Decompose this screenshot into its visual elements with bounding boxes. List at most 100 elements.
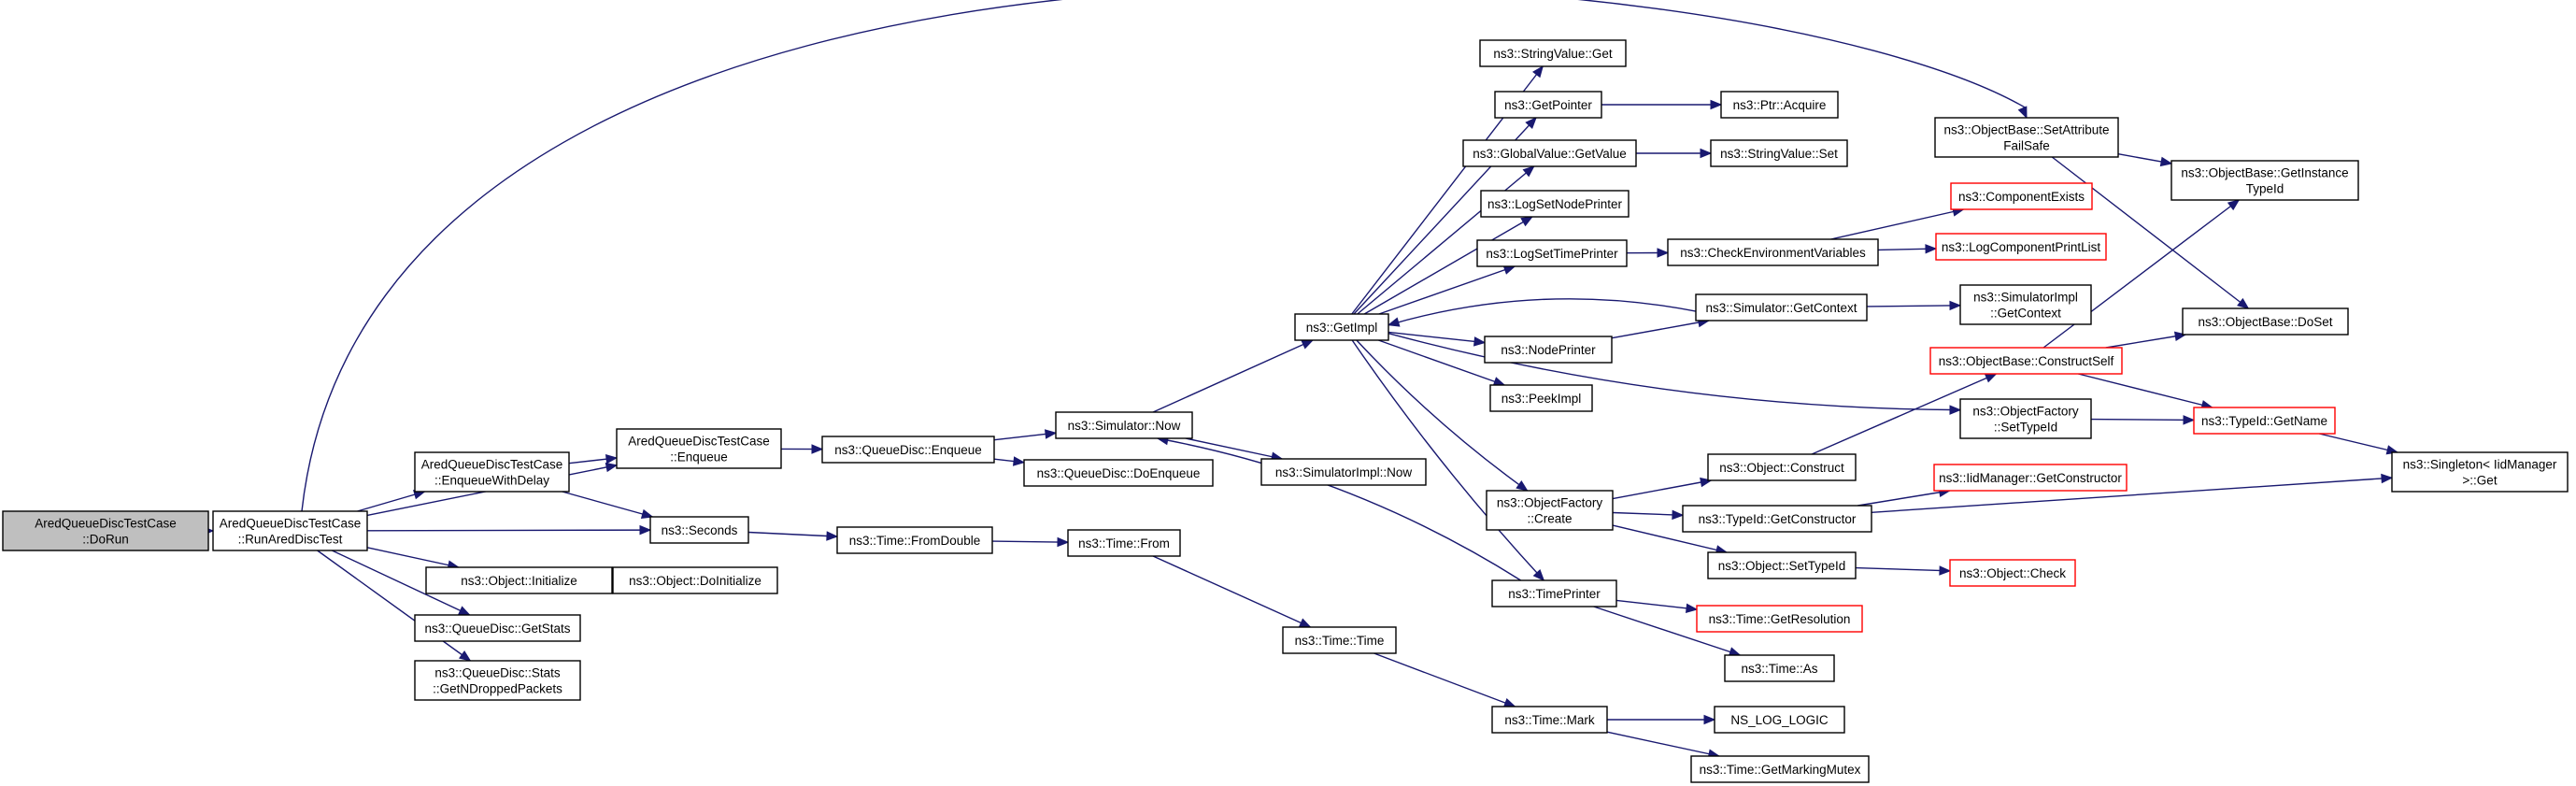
node-label: ::RunAredDiscTest: [238, 533, 343, 547]
graph-node[interactable]: ns3::ObjectFactory::SetTypeId: [1959, 398, 2092, 439]
graph-node[interactable]: ns3::ObjectFactory::Create: [1486, 490, 1614, 531]
arrowhead: [2237, 297, 2250, 309]
graph-node[interactable]: ns3::QueueDisc::DoEnqueue: [1023, 459, 1214, 487]
node-box: [2182, 307, 2349, 336]
node-box: [1959, 284, 2092, 325]
node-box: [1690, 755, 1870, 783]
node-label: ns3::Singleton< IidManager: [2403, 458, 2557, 472]
graph-node[interactable]: ns3::Object::SetTypeId: [1707, 551, 1857, 579]
graph-node[interactable]: ns3::LogSetNodePrinter: [1480, 190, 1630, 218]
node-label: ns3::StringValue::Set: [1720, 147, 1838, 161]
graph-node[interactable]: ns3::Time::FromDouble: [836, 526, 993, 554]
node-label: ns3::Object::Construct: [1719, 461, 1844, 475]
graph-node[interactable]: ns3::QueueDisc::GetStats: [414, 614, 581, 642]
edge-line: [1857, 490, 1950, 507]
arrowhead: [1057, 536, 1070, 548]
arrowhead: [1984, 373, 1998, 383]
graph-node[interactable]: ns3::Simulator::Now: [1055, 411, 1193, 439]
edge-line: [1388, 333, 1961, 411]
graph-node[interactable]: ns3::Object::Construct: [1707, 453, 1857, 481]
graph-node[interactable]: ns3::GetPointer: [1494, 91, 1602, 119]
call-edge: [1388, 333, 1962, 415]
graph-node[interactable]: AredQueueDiscTestCase::EnqueueWithDelay: [414, 451, 570, 493]
graph-node[interactable]: ns3::Singleton< IidManager>::Get: [2391, 451, 2569, 493]
graph-node[interactable]: ns3::IidManager::GetConstructor: [1933, 464, 2128, 492]
node-box: [2391, 451, 2569, 493]
graph-node[interactable]: ns3::Simulator::GetContext: [1695, 293, 1868, 322]
graph-node[interactable]: AredQueueDiscTestCase::DoRun: [2, 510, 209, 551]
node-label: ns3::LogSetNodePrinter: [1487, 197, 1623, 211]
node-box: [1491, 706, 1608, 734]
edge-line: [1363, 216, 1533, 315]
node-box: [616, 428, 782, 469]
graph-node[interactable]: ns3::Object::Initialize: [425, 566, 613, 594]
node-label: >::Get: [2462, 474, 2497, 488]
node-box: [1695, 293, 1868, 322]
arrowhead: [1939, 565, 1952, 576]
graph-node[interactable]: AredQueueDiscTestCase::RunAredDiscTest: [212, 510, 368, 551]
graph-node[interactable]: ns3::Time::From: [1067, 529, 1181, 557]
graph-node[interactable]: ns3::LogSetTimePrinter: [1476, 239, 1628, 267]
graph-node[interactable]: ns3::Time::As: [1724, 654, 1835, 682]
call-edge: [2090, 415, 2196, 425]
node-box: [1067, 529, 1181, 557]
graph-node[interactable]: ns3::Time::GetResolution: [1696, 605, 1863, 633]
arrowhead: [458, 650, 472, 662]
arrowhead: [640, 508, 654, 519]
node-label: ns3::Time::Mark: [1504, 713, 1595, 727]
node-box: [1714, 706, 1845, 734]
node-box: [2, 510, 209, 551]
arrowhead: [1949, 300, 1962, 311]
graph-node[interactable]: ns3::StringValue::Get: [1479, 39, 1627, 67]
graph-node[interactable]: ns3::ObjectBase::DoSet: [2182, 307, 2349, 336]
edge-line: [1152, 339, 1314, 413]
graph-node[interactable]: ns3::Seconds: [649, 516, 749, 544]
graph-node[interactable]: ns3::ObjectBase::ConstructSelf: [1929, 347, 2123, 375]
node-box: [1260, 458, 1427, 486]
call-edge: [1601, 99, 1723, 110]
node-label: AredQueueDiscTestCase: [35, 517, 177, 531]
graph-node[interactable]: ns3::Time::Time: [1282, 626, 1397, 654]
node-box: [1959, 398, 2092, 439]
graph-node[interactable]: ns3::Object::DoInitialize: [612, 566, 778, 594]
graph-node[interactable]: AredQueueDiscTestCase::Enqueue: [616, 428, 782, 469]
arrowhead: [605, 462, 619, 473]
graph-node[interactable]: ns3::CheckEnvironmentVariables: [1667, 238, 1879, 266]
graph-node[interactable]: NS_LOG_LOGIC: [1714, 706, 1845, 734]
graph-node[interactable]: ns3::Ptr::Acquire: [1720, 91, 1839, 119]
node-label: ns3::GlobalValue::GetValue: [1473, 147, 1627, 161]
call-edge: [2319, 433, 2399, 455]
graph-node[interactable]: ns3::SimulatorImpl::GetContext: [1959, 284, 2092, 325]
graph-node[interactable]: ns3::TypeId::GetConstructor: [1682, 505, 1872, 533]
graph-node[interactable]: ns3::SimulatorImpl::Now: [1260, 458, 1427, 486]
node-label: ns3::CheckEnvironmentVariables: [1680, 246, 1866, 260]
graph-node[interactable]: ns3::PeekImpl: [1489, 384, 1593, 412]
edge-line: [1356, 339, 1529, 492]
node-label: ns3::Simulator::Now: [1068, 419, 1181, 433]
graph-node[interactable]: ns3::Object::Check: [1949, 559, 2076, 587]
graph-node[interactable]: ns3::Time::GetMarkingMutex: [1690, 755, 1870, 783]
graph-node[interactable]: ns3::GlobalValue::GetValue: [1462, 139, 1637, 167]
arrowhead: [1522, 165, 1535, 178]
graph-node[interactable]: ns3::GetImpl: [1294, 313, 1389, 341]
graph-node[interactable]: ns3::TimePrinter: [1491, 579, 1617, 607]
graph-node[interactable]: ns3::QueueDisc::Enqueue: [821, 436, 995, 464]
graph-node[interactable]: ns3::LogComponentPrintList: [1935, 233, 2107, 261]
graph-node[interactable]: ns3::ComponentExists: [1950, 182, 2093, 210]
graph-node[interactable]: ns3::QueueDisc::Stats::GetNDroppedPacket…: [414, 660, 581, 701]
edge-line: [332, 550, 470, 616]
node-box: [1055, 411, 1193, 439]
node-box: [1462, 139, 1637, 167]
call-edge: [2105, 331, 2187, 349]
graph-node[interactable]: ns3::StringValue::Set: [1710, 139, 1848, 167]
edge-line: [1830, 208, 1964, 240]
graph-node[interactable]: ns3::Time::Mark: [1491, 706, 1608, 734]
graph-node[interactable]: ns3::NodePrinter: [1484, 336, 1613, 364]
node-box: [1491, 579, 1617, 607]
edge-line: [1866, 305, 1961, 307]
node-box: [1950, 182, 2093, 210]
node-label: AredQueueDiscTestCase: [421, 458, 563, 472]
graph-node[interactable]: ns3::TypeId::GetName: [2193, 407, 2336, 435]
